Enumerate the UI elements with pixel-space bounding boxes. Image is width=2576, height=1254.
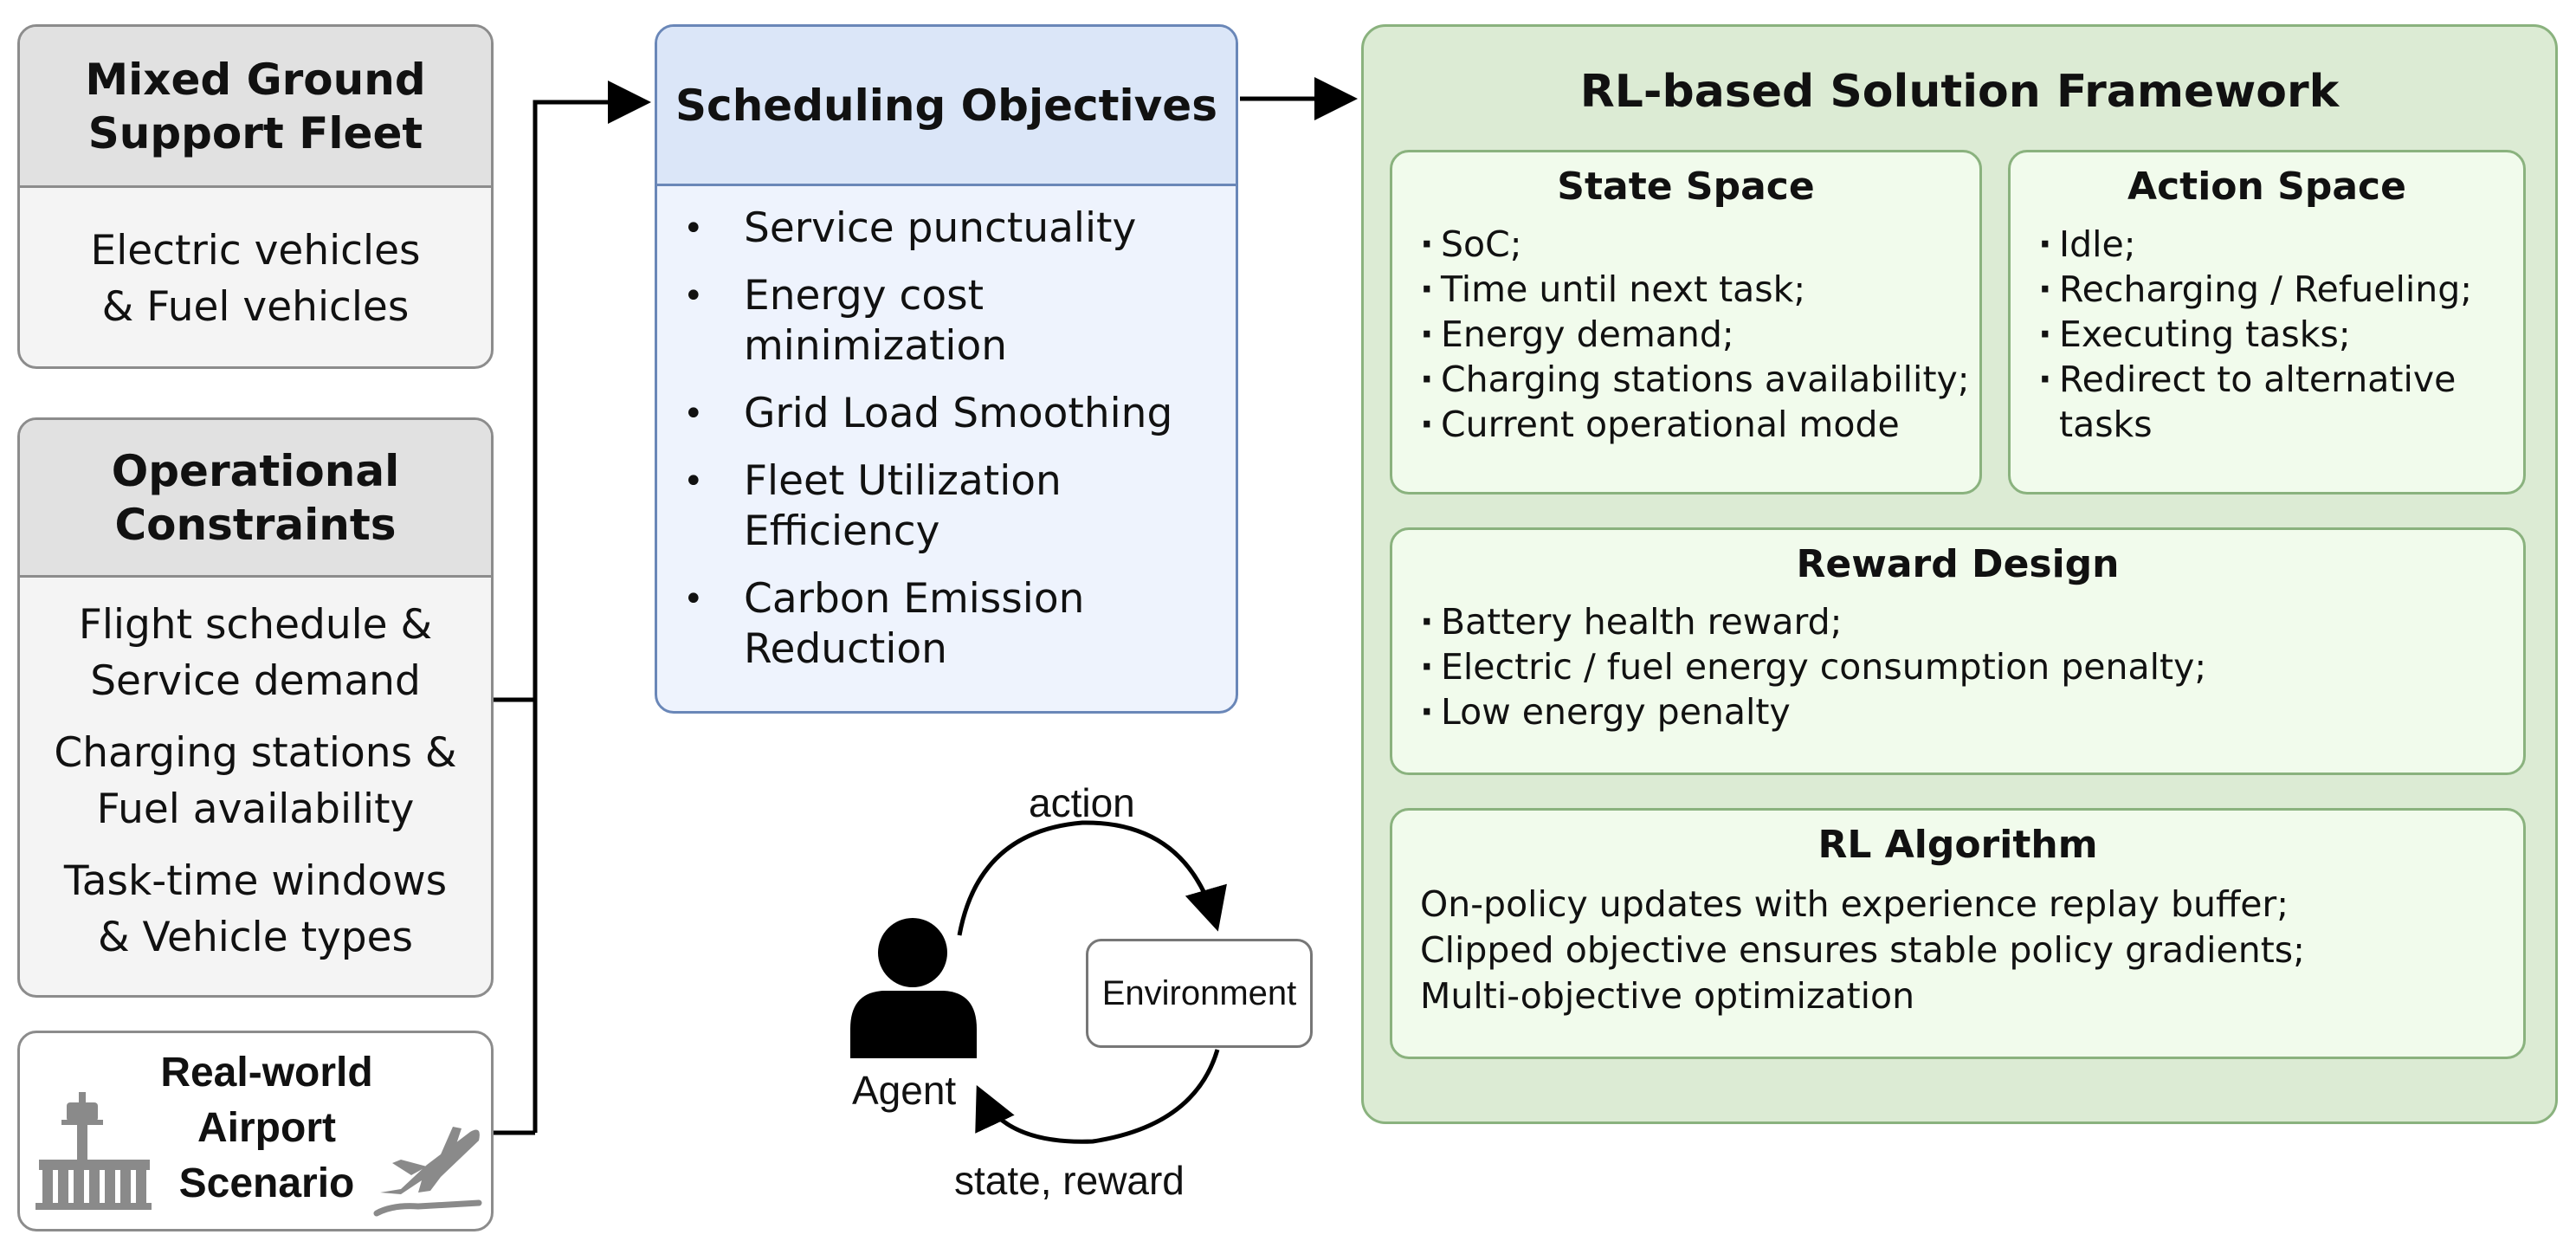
constraints-title-line: Operational [111,445,400,496]
fleet-title-line: Mixed Ground [85,54,426,105]
reward-design-item: Low energy penalty [1420,689,2523,734]
constraints-title: Operational Constraints [20,420,491,578]
objective-item: Service punctuality [657,204,1236,254]
airport-terminal-icon [36,1092,152,1210]
scenario-box: Real-world Airport Scenario [17,1031,494,1231]
objective-item: Energy cost minimization [657,271,1236,372]
reward-design-box: Reward Design Battery health reward; Ele… [1390,527,2526,775]
state-reward-label: state, reward [954,1158,1185,1203]
fleet-title-line: Support Fleet [87,107,423,158]
objectives-title: Scheduling Objectives [657,27,1236,186]
fleet-box: Mixed Ground Support Fleet Electric vehi… [17,24,494,369]
state-space-list: SoC; Time until next task; Energy demand… [1392,210,1979,447]
constraint-line: Task-time windows [63,857,448,905]
fleet-body: Electric vehicles & Fuel vehicles [20,188,491,335]
connector-trunk [533,81,651,1133]
constraints-box: Operational Constraints Flight schedule … [17,417,494,998]
constraint-item: Charging stations & Fuel availability [20,725,491,837]
rl-algorithm-line: On-policy updates with experience replay… [1420,883,2289,925]
constraint-line: Charging stations & [54,729,457,777]
objective-line: Energy cost [744,272,984,320]
airplane-takeoff-icon [373,1127,482,1217]
objectives-list: Service punctuality Energy cost minimiza… [657,186,1236,675]
action-space-item: Recharging / Refueling; [2038,267,2523,312]
scenario-title-line: Airport [197,1105,336,1151]
constraint-line: Service demand [90,657,421,705]
rl-algorithm-text: On-policy updates with experience replay… [1392,868,2523,1019]
rl-algorithm-line: Multi-objective optimization [1420,975,1915,1017]
objective-line: Efficiency [744,507,940,555]
constraint-item: Task-time windows & Vehicle types [20,853,491,966]
objective-line: Service punctuality [744,204,1137,252]
objective-item: Carbon Emission Reduction [657,574,1236,675]
rl-algorithm-line: Clipped objective ensures stable policy … [1420,929,2305,971]
scenario-title: Real-world Airport Scenario [141,1045,392,1212]
loop-action-arc [957,820,1227,936]
state-space-item: Time until next task; [1420,267,1979,312]
objective-line: Fleet Utilization [744,457,1062,505]
reward-design-title: Reward Design [1796,542,2120,586]
state-space-item: Energy demand; [1420,312,1979,357]
objective-item: Fleet Utilization Efficiency [657,456,1236,557]
state-space-item: SoC; [1420,222,1979,267]
objective-line: minimization [744,322,1008,370]
scenario-title-line: Real-world [160,1050,373,1096]
loop-state-arc [975,1049,1220,1144]
objectives-box: Scheduling Objectives Service punctualit… [655,24,1238,714]
reward-design-item: Battery health reward; [1420,599,2523,644]
action-space-item: Idle; [2038,222,2523,267]
rl-algorithm-title: RL Algorithm [1817,823,2098,867]
constraint-line: Flight schedule & [78,601,433,649]
fleet-body-line: Electric vehicles [90,227,421,275]
rl-algorithm-box: RL Algorithm On-policy updates with expe… [1390,808,2526,1059]
action-space-item: Redirect to alternative tasks [2038,357,2523,447]
constraint-line: Fuel availability [96,785,415,833]
reward-design-item: Electric / fuel energy consumption penal… [1420,644,2523,689]
action-space-item: Executing tasks; [2038,312,2523,357]
action-space-title: Action Space [2127,165,2406,209]
constraints-title-line: Constraints [114,499,397,550]
action-label: action [1029,780,1135,825]
reward-design-list: Battery health reward; Electric / fuel e… [1392,587,2523,734]
framework-title: RL-based Solution Framework [1579,66,2340,118]
state-space-box: State Space SoC; Time until next task; E… [1390,150,1982,494]
action-space-box: Action Space Idle; Recharging / Refuelin… [2008,150,2526,494]
state-space-item: Charging stations availability; [1420,357,1979,402]
agent-person-icon [850,918,977,1058]
action-space-list: Idle; Recharging / Refueling; Executing … [2011,210,2523,447]
constraints-body: Flight schedule & Service demand Chargin… [20,578,491,966]
state-space-item: Current operational mode [1420,402,1979,447]
scenario-title-line: Scenario [178,1160,355,1206]
constraint-line: & Vehicle types [97,914,414,961]
objective-line: Carbon Emission [744,575,1085,623]
environment-box: Environment [1086,939,1313,1048]
fleet-title: Mixed Ground Support Fleet [20,27,491,188]
objective-item: Grid Load Smoothing [657,389,1236,439]
objective-line: Grid Load Smoothing [744,390,1173,437]
fleet-body-line: & Fuel vehicles [101,283,410,331]
objective-line: Reduction [744,625,947,673]
state-space-title: State Space [1557,165,1815,209]
agent-label: Agent [852,1068,957,1113]
constraint-item: Flight schedule & Service demand [20,597,491,709]
framework-box: RL-based Solution Framework State Space … [1361,24,2558,1124]
